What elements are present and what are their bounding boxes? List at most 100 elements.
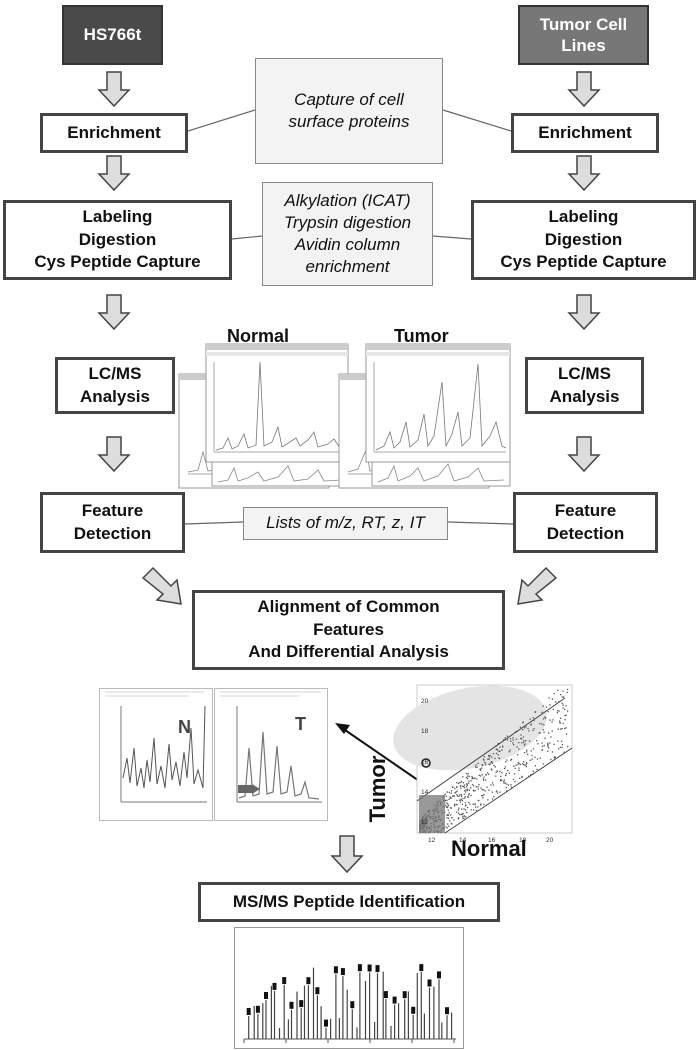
diagonal-arrows xyxy=(141,566,558,605)
scatter-point xyxy=(501,749,503,751)
scatter-point xyxy=(463,817,465,819)
scatter-point xyxy=(489,754,491,757)
scatter-point xyxy=(482,758,485,760)
scatter-point xyxy=(547,747,550,749)
scatter-point xyxy=(567,745,569,748)
scatter-point xyxy=(518,762,520,765)
scatter-point xyxy=(460,795,463,797)
scatter-point xyxy=(500,775,502,777)
scatter-point xyxy=(447,814,449,816)
scatter-point xyxy=(465,789,467,791)
scatter-point xyxy=(564,718,566,721)
scatter-point xyxy=(566,691,568,694)
scatter-point xyxy=(525,766,527,768)
scatter-point xyxy=(547,742,549,744)
scatter-point xyxy=(556,712,559,714)
scatter-point xyxy=(521,742,523,744)
scatter-point xyxy=(481,789,483,791)
scatter-point xyxy=(559,717,562,719)
scatter-point xyxy=(481,767,483,769)
scatter-point xyxy=(462,785,464,787)
scatter-point xyxy=(517,763,519,766)
scatter-point xyxy=(522,736,524,738)
scatter-point xyxy=(445,795,447,797)
source-hs766t-label: HS766t xyxy=(83,25,142,45)
labeling-line-3-left: Cys Peptide Capture xyxy=(34,252,201,272)
note-capture: Capture of cell surface proteins xyxy=(255,58,443,164)
scatter-point xyxy=(447,823,449,825)
scatter-point xyxy=(488,758,490,760)
scatter-point xyxy=(525,762,528,764)
scatter-point xyxy=(567,710,569,712)
scatter-point xyxy=(534,756,536,758)
note-alkylation-line-2: Trypsin digestion xyxy=(283,212,412,232)
note-lists-text: Lists of m/z, RT, z, IT xyxy=(266,513,425,533)
scatter-point xyxy=(551,751,554,753)
scatter-point xyxy=(466,784,468,786)
note-alkylation-line-4: enrichment xyxy=(305,257,390,277)
normal-chromatograms xyxy=(178,343,349,489)
msms-spectrum xyxy=(234,927,464,1049)
scatter-point xyxy=(450,822,452,825)
highlighted-point xyxy=(421,758,431,768)
scatter-point xyxy=(494,757,496,760)
scatter-point xyxy=(530,774,532,776)
scatter-point xyxy=(518,769,520,771)
msms-peak-tag xyxy=(411,1006,416,1014)
scatter-point xyxy=(460,780,463,783)
scatter-point xyxy=(471,777,473,780)
scatter-point xyxy=(521,775,523,778)
alignment-line-3: And Differential Analysis xyxy=(248,642,449,662)
scatter-point xyxy=(488,756,490,758)
scatter-point xyxy=(467,796,469,798)
scatter-point xyxy=(465,804,467,806)
scatter-point xyxy=(464,802,467,804)
scatter-point xyxy=(542,705,544,707)
scatter-point xyxy=(562,704,564,706)
scatter-point xyxy=(553,756,556,758)
scatter-point xyxy=(513,765,515,767)
scatter-point xyxy=(479,769,482,771)
scatter-point xyxy=(506,759,508,761)
scatter-point xyxy=(553,757,555,759)
scatter-point xyxy=(499,746,501,748)
scatter-point xyxy=(485,774,487,776)
msms-peak-tag xyxy=(375,965,380,973)
scatter-point xyxy=(560,740,563,742)
scatter-point xyxy=(476,766,478,769)
scatter-point xyxy=(459,785,461,787)
msms-peak-tag xyxy=(357,964,362,972)
scatter-point xyxy=(481,795,483,797)
scatter-point xyxy=(474,777,476,779)
scatter-point xyxy=(456,794,458,796)
scatter-point xyxy=(460,794,462,796)
scatter-point xyxy=(528,740,531,742)
scatter-point xyxy=(475,766,477,768)
scatter-point xyxy=(563,751,565,753)
scatter-point xyxy=(522,741,525,744)
scatter-point xyxy=(462,797,464,800)
scatter-point xyxy=(451,817,453,819)
scatter-point xyxy=(534,765,536,767)
scatter-point xyxy=(512,778,515,781)
scatter-point xyxy=(510,759,512,761)
scatter-point xyxy=(551,721,553,723)
scatter-point xyxy=(553,743,555,745)
scatter-point xyxy=(496,770,499,772)
scatter-point xyxy=(466,776,468,779)
scatter-point xyxy=(476,778,478,780)
source-hs766t: HS766t xyxy=(62,5,163,65)
scatter-point xyxy=(515,764,517,766)
scatter-point xyxy=(516,730,519,732)
scatter-point xyxy=(467,788,469,790)
scatter-point xyxy=(549,704,551,706)
scatter-point xyxy=(520,734,522,736)
scatter-point xyxy=(481,764,484,766)
scatter-point xyxy=(459,813,461,816)
scatter-point xyxy=(463,808,465,810)
scatter-point xyxy=(464,796,466,798)
scatter-point xyxy=(471,775,473,778)
msms-peak-tag xyxy=(350,1001,355,1009)
scatter-point xyxy=(515,731,517,733)
